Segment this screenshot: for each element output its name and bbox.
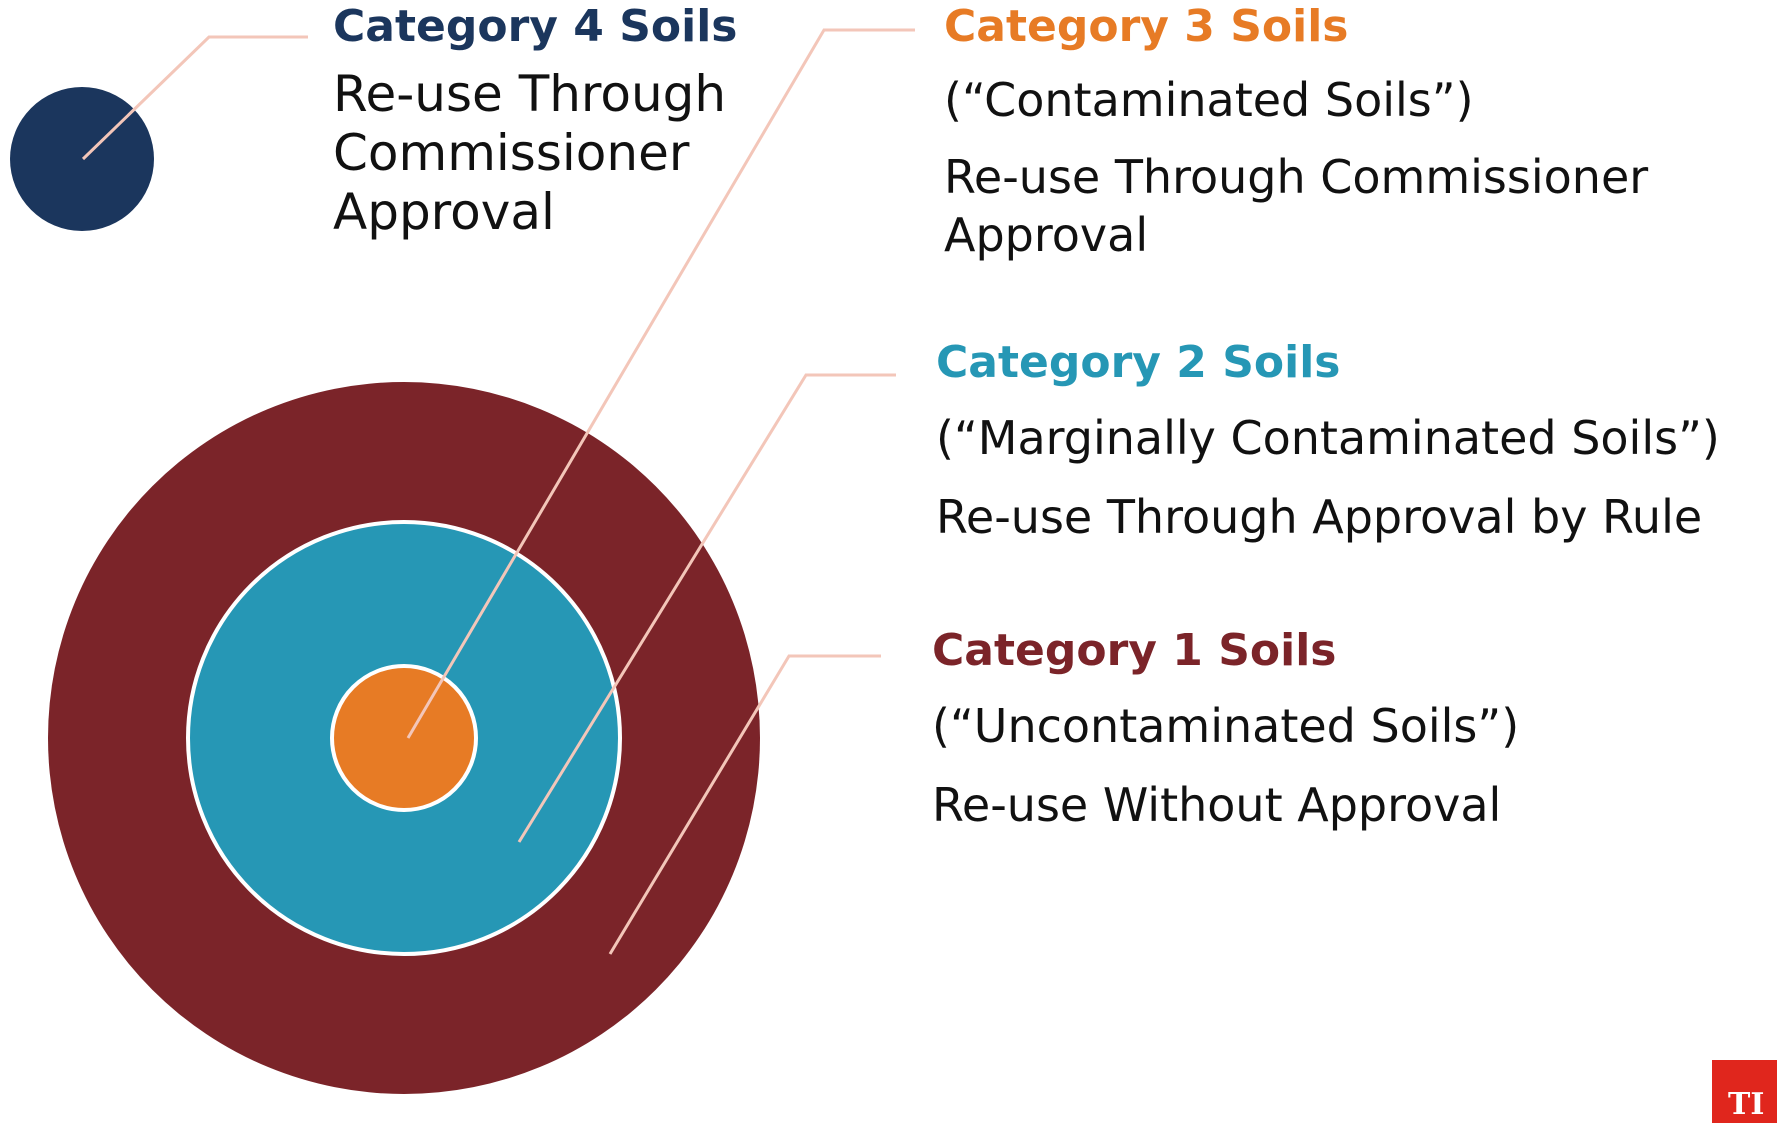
category-1-title: Category 1 Soils bbox=[932, 625, 1337, 676]
category-4-leader-line bbox=[81, 35, 308, 161]
category-3-reuse-line-2: Approval bbox=[944, 207, 1149, 262]
category-2-reuse: Re-use Through Approval by Rule bbox=[936, 489, 1703, 544]
category-2-label-block: Category 2 Soils (“Marginally Contaminat… bbox=[936, 337, 1720, 545]
category-4-label-block: Category 4 Soils Re-use Through Commissi… bbox=[333, 1, 738, 242]
category-2-leader-line bbox=[517, 373, 896, 843]
category-4-reuse-line-1: Re-use Through bbox=[333, 64, 727, 123]
category-3-leader-line bbox=[406, 28, 915, 739]
category-4-title: Category 4 Soils bbox=[333, 1, 738, 52]
category-3-reuse-line-1: Re-use Through Commissioner bbox=[944, 149, 1649, 204]
publisher-logo-text: TI bbox=[1728, 1087, 1765, 1122]
category-4-reuse-line-3: Approval bbox=[333, 182, 555, 241]
category-2-description: (“Marginally Contaminated Soils”) bbox=[936, 410, 1720, 465]
category-1-label-block: Category 1 Soils (“Uncontaminated Soils”… bbox=[932, 625, 1520, 833]
category-3-description: (“Contaminated Soils”) bbox=[944, 72, 1474, 127]
category-1-leader-line bbox=[608, 654, 881, 955]
category-3-core bbox=[330, 664, 478, 812]
category-4-dot bbox=[10, 87, 154, 231]
publisher-logo-icon: TI bbox=[1712, 1060, 1777, 1123]
category-3-label-block: Category 3 Soils (“Contaminated Soils”) … bbox=[944, 1, 1649, 264]
category-1-reuse: Re-use Without Approval bbox=[932, 777, 1502, 832]
category-1-description: (“Uncontaminated Soils”) bbox=[932, 698, 1520, 753]
category-3-title: Category 3 Soils bbox=[944, 1, 1349, 52]
category-2-title: Category 2 Soils bbox=[936, 337, 1341, 388]
category-4-reuse-line-2: Commissioner bbox=[333, 123, 690, 182]
